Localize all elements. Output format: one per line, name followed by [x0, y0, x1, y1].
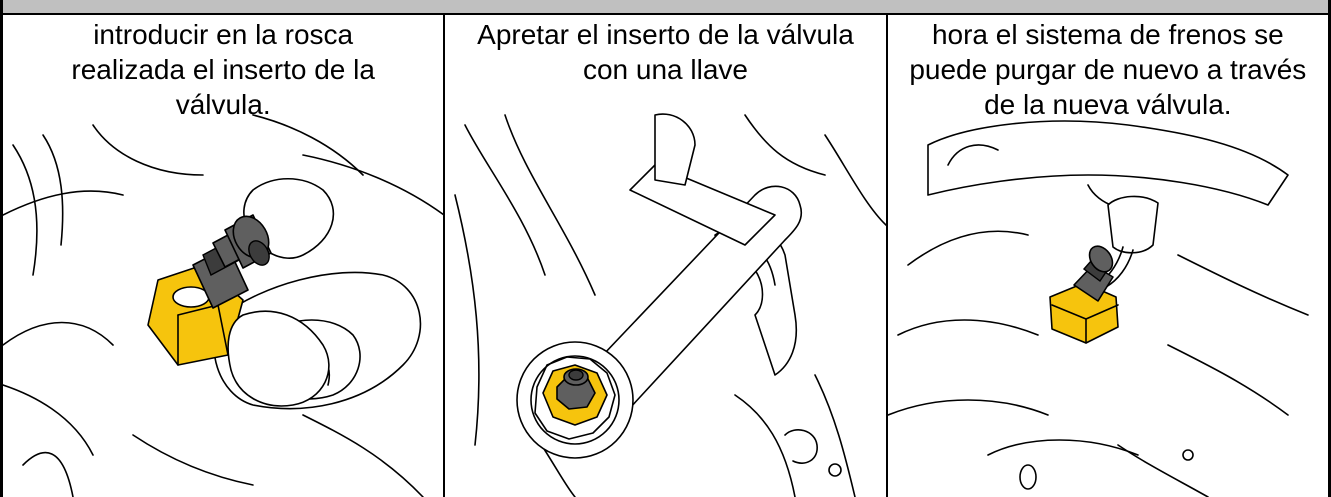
step-caption: Apretar el inserto de la válvula con una… — [477, 19, 854, 85]
step-caption: introducir en la rosca realizada el inse… — [71, 19, 375, 120]
bleeding-brakes-illustration — [887, 120, 1309, 497]
step-panel-3: hora el sistema de frenos se puede purga… — [885, 15, 1328, 497]
step-panel-1: introducir en la rosca realizada el inse… — [3, 15, 444, 497]
steps-row: introducir en la rosca realizada el inse… — [3, 15, 1328, 497]
wrench-tightening-illustration — [454, 113, 886, 497]
step-panel-2: Apretar el inserto de la válvula con una… — [443, 15, 886, 497]
valve-insert-hand-illustration — [3, 114, 444, 497]
header-bar — [3, 0, 1328, 15]
step-caption: hora el sistema de frenos se puede purga… — [909, 19, 1307, 120]
